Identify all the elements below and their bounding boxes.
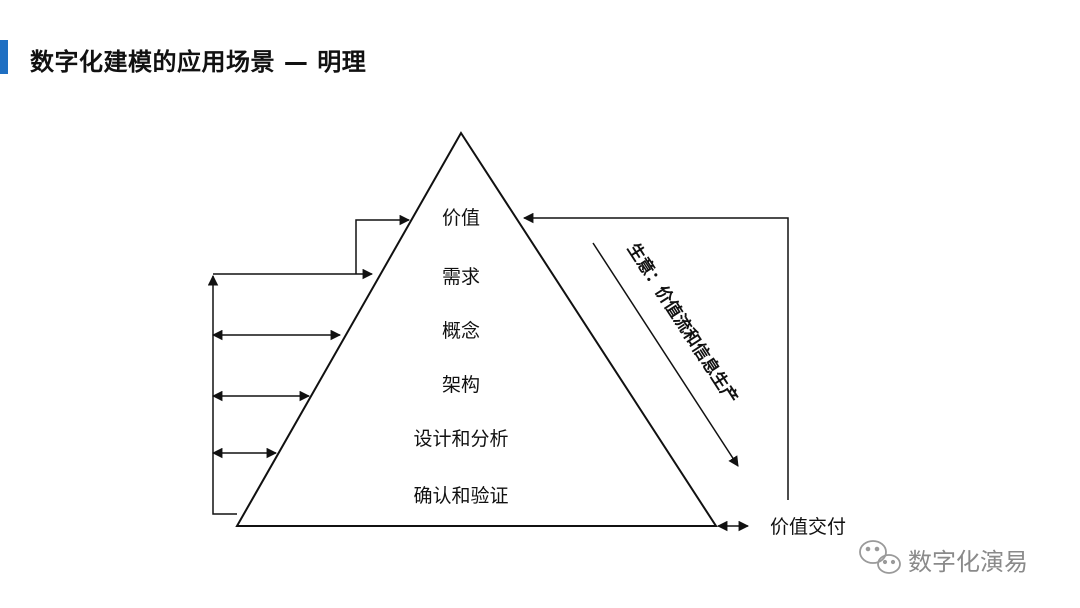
- level-architecture: 架构: [442, 374, 480, 396]
- level-concept: 概念: [442, 319, 480, 342]
- watermark: 数字化演易: [859, 540, 1028, 576]
- title-accent-bar: [0, 40, 8, 74]
- business-flow-label: 生意：价值流和信息生产: [623, 239, 742, 407]
- business-flow-arrow: [592, 242, 739, 467]
- wechat-icon: [859, 540, 901, 574]
- page-title: 数字化建模的应用场景 — 明理: [30, 48, 367, 76]
- level-requirements: 需求: [442, 266, 480, 288]
- level-design-analysis: 设计和分析: [413, 428, 508, 450]
- value-delivery-label: 价值交付: [770, 516, 846, 538]
- level-value: 价值: [442, 207, 480, 229]
- watermark-text: 数字化演易: [908, 548, 1028, 576]
- delivery-feedback-arrow: [522, 212, 789, 532]
- pyramid-triangle: [235, 131, 718, 527]
- feedback-arrows-left: [207, 214, 411, 515]
- level-verification-validation: 确认和验证: [413, 485, 508, 507]
